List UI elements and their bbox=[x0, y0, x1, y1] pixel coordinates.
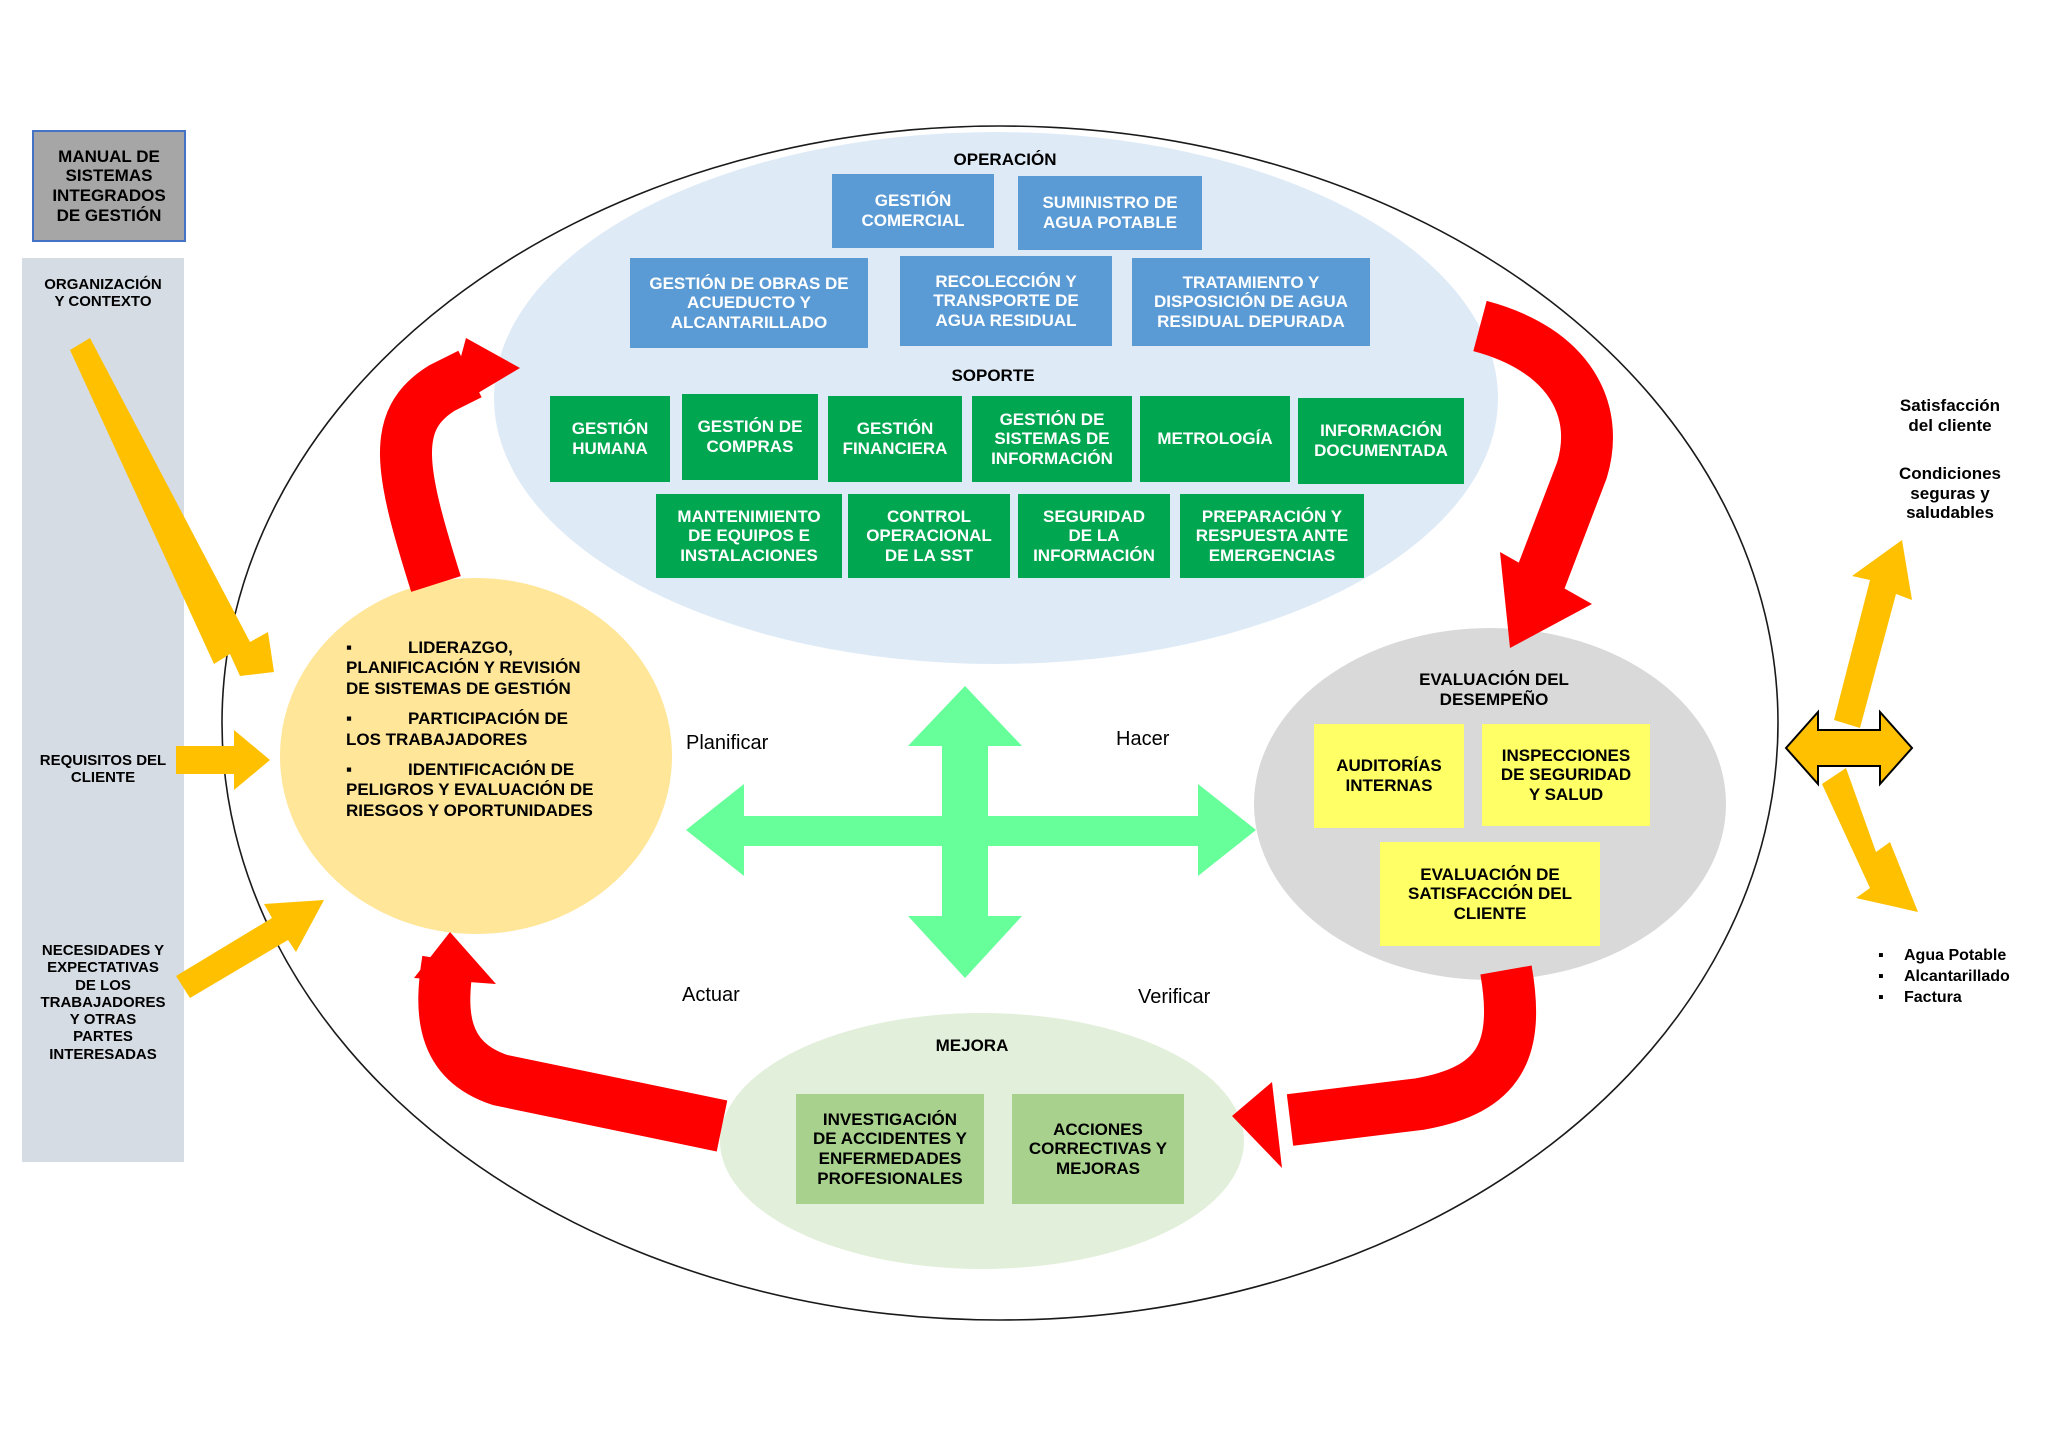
sp-control-sst: CONTROL OPERACIONAL DE LA SST bbox=[848, 494, 1010, 578]
output-list: Agua Potable Alcantarillado Factura bbox=[1878, 946, 2010, 1008]
sp-gestion-financiera: GESTIÓN FINANCIERA bbox=[828, 396, 962, 482]
orange-input-arrows bbox=[70, 338, 324, 998]
ev-auditorias: AUDITORÍAS INTERNAS bbox=[1314, 724, 1464, 828]
manual-box: MANUAL DE SISTEMAS INTEGRADOS DE GESTIÓN bbox=[32, 130, 186, 242]
sp-gestion-humana: GESTIÓN HUMANA bbox=[550, 396, 670, 482]
operacion-title: OPERACIÓN bbox=[953, 150, 1057, 169]
op-tratamiento: TRATAMIENTO Y DISPOSICIÓN DE AGUA RESIDU… bbox=[1132, 258, 1370, 346]
sp-seguridad-informacion: SEGURIDAD DE LA INFORMACIÓN bbox=[1018, 494, 1170, 578]
mj-acciones: ACCIONES CORRECTIVAS Y MEJORAS bbox=[1012, 1094, 1184, 1204]
red-head-4 bbox=[414, 932, 496, 984]
mj-investigacion: INVESTIGACIÓN DE ACCIDENTES Y ENFERMEDAD… bbox=[796, 1094, 984, 1204]
liderazgo-list: LIDERAZGO, PLANIFICACIÓN Y REVISIÓN DE S… bbox=[346, 638, 596, 831]
sp-gestion-compras: GESTIÓN DE COMPRAS bbox=[682, 394, 818, 480]
op-gestion-obras: GESTIÓN DE OBRAS DE ACUEDUCTO Y ALCANTAR… bbox=[630, 258, 868, 348]
red-head-2 bbox=[1500, 552, 1592, 648]
red-arrowheads bbox=[414, 338, 1592, 1168]
phase-hacer: Hacer bbox=[1116, 728, 1170, 750]
op-suministro-agua: SUMINISTRO DE AGUA POTABLE bbox=[1018, 176, 1202, 250]
liderazgo-item-2: PARTICIPACIÓN DE LOS TRABAJADORES bbox=[346, 709, 596, 750]
mejora-title: MEJORA bbox=[935, 1036, 1009, 1055]
red-arrow-to-operacion bbox=[380, 350, 482, 592]
sp-mantenimiento: MANTENIMIENTO DE EQUIPOS E INSTALACIONES bbox=[656, 494, 842, 578]
orange-arrow-down bbox=[1822, 768, 1918, 912]
ev-inspecciones: INSPECCIONES DE SEGURIDAD Y SALUD bbox=[1482, 724, 1650, 826]
op-recoleccion: RECOLECCIÓN Y TRANSPORTE DE AGUA RESIDUA… bbox=[900, 256, 1112, 346]
input-necesidades: NECESIDADES Y EXPECTATIVAS DE LOS TRABAJ… bbox=[40, 942, 166, 1063]
output-satisfaccion: Satisfacción del cliente bbox=[1899, 396, 2001, 435]
liderazgo-item-3: IDENTIFICACIÓN DE PELIGROS Y EVALUACIÓN … bbox=[346, 760, 596, 821]
phase-actuar: Actuar bbox=[682, 984, 740, 1006]
output-item-factura: Factura bbox=[1878, 988, 2010, 1009]
input-requisitos: REQUISITOS DEL CLIENTE bbox=[39, 752, 167, 787]
double-arrow bbox=[1784, 709, 1914, 787]
output-condiciones: Condiciones seguras y saludables bbox=[1898, 464, 2001, 523]
orange-output-arrows bbox=[1784, 540, 1918, 912]
output-item-agua: Agua Potable bbox=[1878, 946, 2010, 967]
orange-arrow-up bbox=[1834, 540, 1912, 728]
evaluacion-title: EVALUACIÓN DEL DESEMPEÑO bbox=[1419, 670, 1569, 709]
orange-arrow-req bbox=[176, 730, 270, 790]
sp-emergencias: PREPARACIÓN Y RESPUESTA ANTE EMERGENCIAS bbox=[1180, 494, 1364, 578]
liderazgo-item-1: LIDERAZGO, PLANIFICACIÓN Y REVISIÓN DE S… bbox=[346, 638, 596, 699]
ev-satisfaccion: EVALUACIÓN DE SATISFACCIÓN DEL CLIENTE bbox=[1380, 842, 1600, 946]
orange-arrow-nec bbox=[176, 900, 324, 998]
phase-verificar: Verificar bbox=[1138, 986, 1211, 1008]
op-gestion-comercial: GESTIÓN COMERCIAL bbox=[832, 174, 994, 248]
input-organizacion: ORGANIZACIÓN Y CONTEXTO bbox=[44, 276, 162, 311]
red-arrow-to-evaluacion bbox=[1472, 300, 1613, 590]
orange-arrow-org bbox=[70, 338, 274, 676]
output-item-alcantarillado: Alcantarillado bbox=[1878, 967, 2010, 988]
red-head-3 bbox=[1232, 1082, 1282, 1168]
soporte-title: SOPORTE bbox=[951, 366, 1035, 385]
sp-metrologia: METROLOGÍA bbox=[1140, 396, 1290, 482]
sp-informacion-documentada: INFORMACIÓN DOCUMENTADA bbox=[1298, 398, 1464, 484]
red-head-1 bbox=[446, 338, 520, 412]
pdca-cross-arrow bbox=[686, 686, 1256, 978]
sp-sistemas-informacion: GESTIÓN DE SISTEMAS DE INFORMACIÓN bbox=[972, 396, 1132, 482]
red-arrow-to-mejora bbox=[1286, 965, 1537, 1146]
phase-planificar: Planificar bbox=[686, 732, 769, 754]
